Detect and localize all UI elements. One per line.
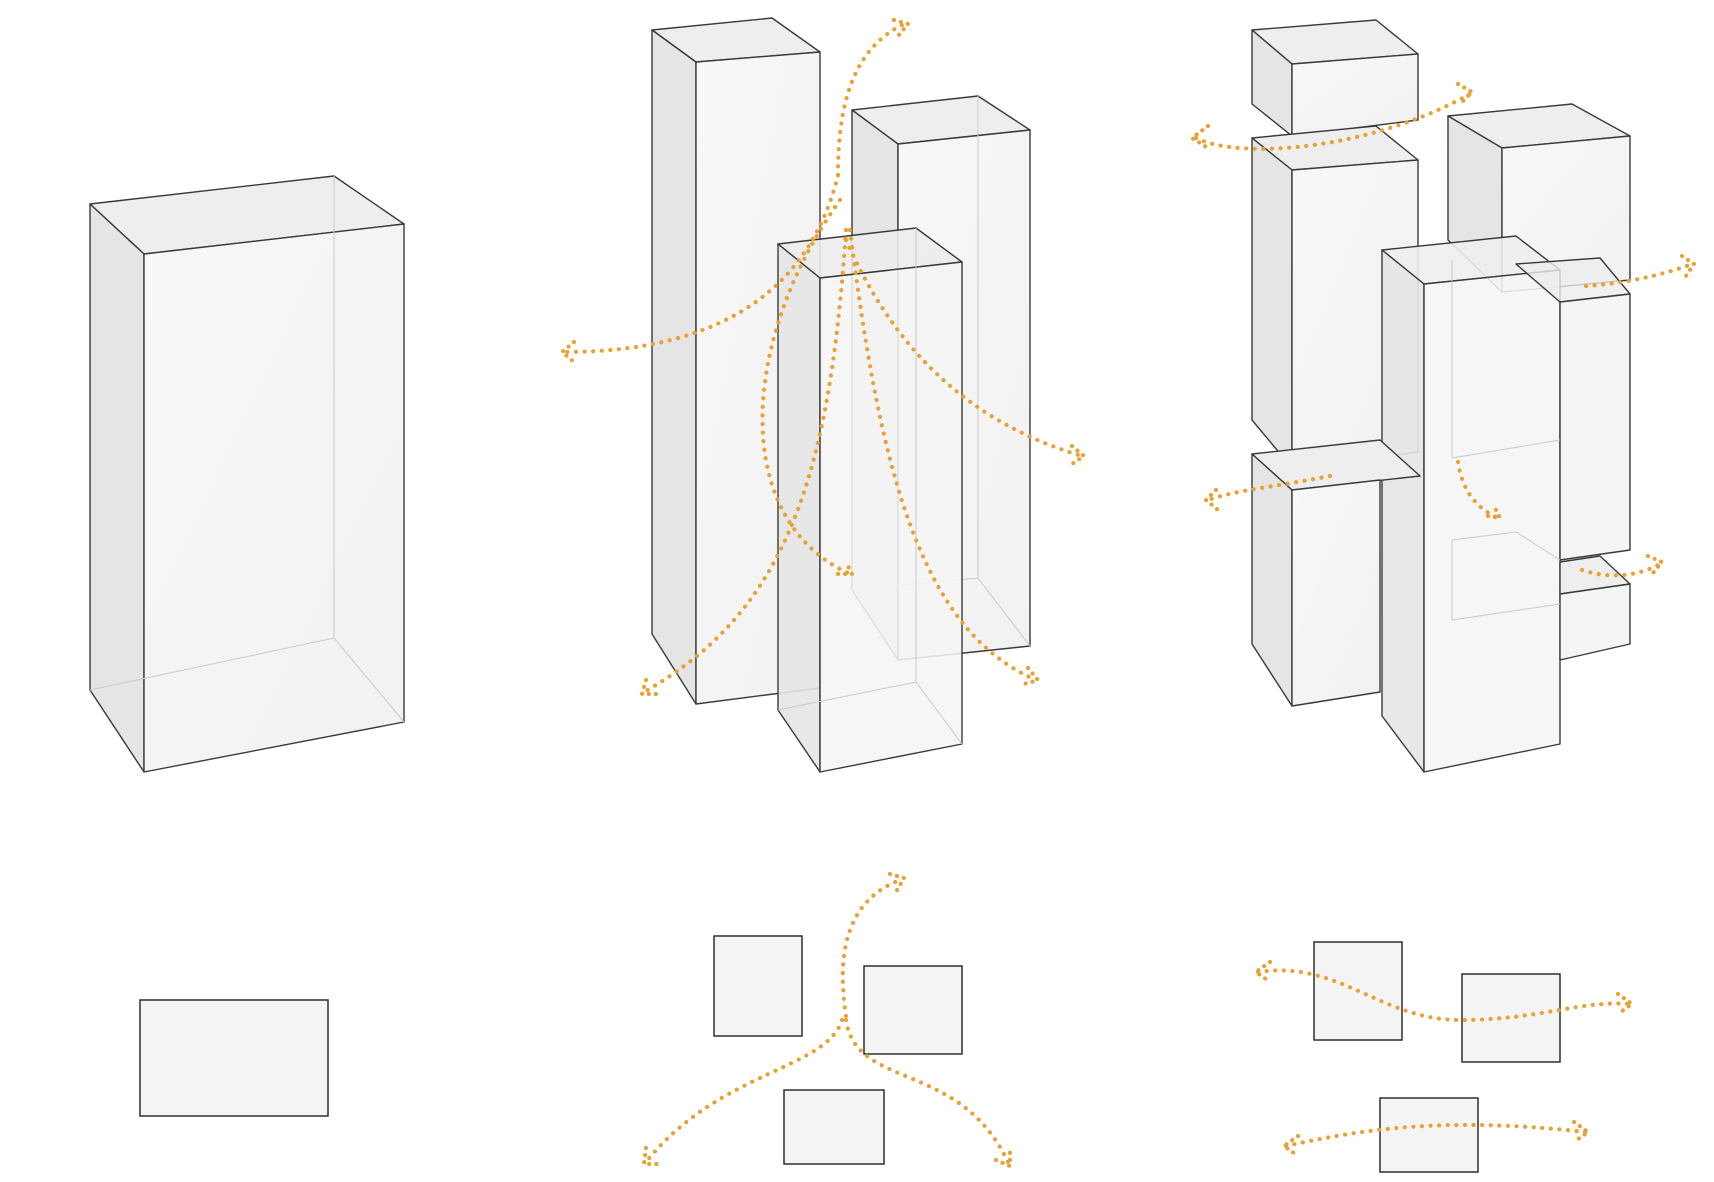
single-volume-massing <box>89 175 405 773</box>
flow-arrow-center-down <box>760 197 853 577</box>
plan-footprint <box>863 965 963 1055</box>
three-towers-massing <box>558 17 1088 773</box>
plan-footprint <box>139 999 329 1117</box>
flow-arrow-down-right <box>843 1017 1011 1165</box>
flow-arrow-lower-horizontal <box>1283 1122 1589 1149</box>
box-side-face <box>89 203 145 773</box>
stacked-offset-massing <box>1188 19 1697 773</box>
box-front-face <box>143 223 405 773</box>
plan-footprint <box>713 935 803 1037</box>
flow-arrow-center-down <box>1455 459 1501 521</box>
flow-arrow-left-lower <box>1205 473 1333 503</box>
flow-arrow-up <box>840 877 903 1019</box>
flow-arrows <box>558 17 1088 697</box>
plan-footprint <box>783 1089 885 1165</box>
flow-arrow-right <box>843 237 1085 459</box>
flow-arrow-down-left <box>641 227 849 695</box>
plan-footprint <box>1379 1097 1479 1173</box>
flow-arrow-up <box>835 21 907 178</box>
offset-volumes-plan <box>1252 941 1636 1173</box>
flow-arrow-left <box>561 172 841 355</box>
flow-arrow-right-lower <box>1579 561 1663 578</box>
flow-arrows <box>1252 959 1636 1159</box>
flow-arrow-down-left <box>643 1017 845 1165</box>
flow-arrows <box>641 871 1013 1170</box>
flow-arrow-top-horizontal <box>1193 91 1473 151</box>
flow-arrow-down-right <box>847 227 1039 683</box>
plan-footprint <box>1461 973 1561 1063</box>
flow-arrows <box>1188 81 1697 578</box>
three-towers-plan <box>641 871 1013 1170</box>
single-volume-plan <box>139 999 329 1117</box>
